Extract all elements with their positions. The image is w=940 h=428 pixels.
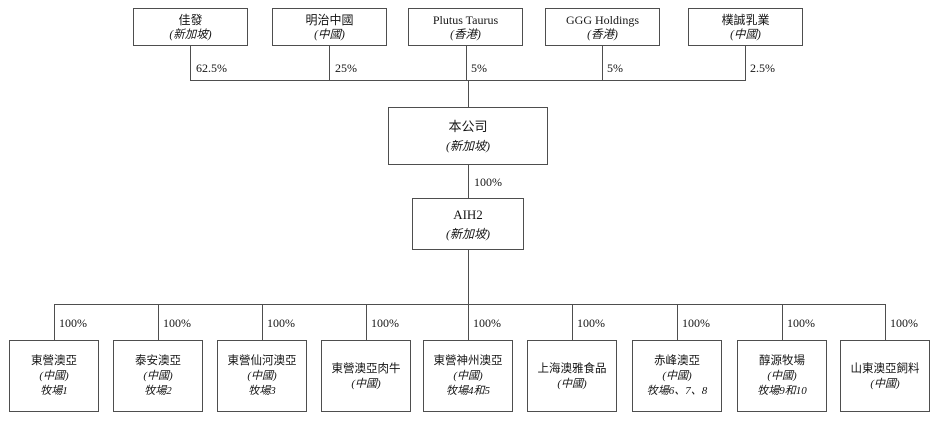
company-box: 本公司 (新加坡) bbox=[388, 107, 548, 165]
subsidiary-box: 上海澳雅食品 (中國) bbox=[527, 340, 617, 412]
subsidiary-farm-note: 牧場3 bbox=[248, 385, 276, 397]
connector-line bbox=[54, 304, 55, 340]
subsidiary-location: (中國) bbox=[870, 377, 900, 390]
subsidiary-box: 東營澳亞肉牛 (中國) bbox=[321, 340, 411, 412]
subsidiary-box: 醇源牧場 (中國) 牧場9和10 bbox=[737, 340, 827, 412]
shareholder-location: (中國) bbox=[314, 28, 345, 41]
subsidiary-box: 東營澳亞 (中國) 牧場1 bbox=[9, 340, 99, 412]
connector-line bbox=[572, 304, 573, 340]
shareholder-name: GGG Holdings bbox=[565, 12, 639, 27]
ownership-percent-label: 100% bbox=[59, 316, 87, 330]
ownership-percent-label: 100% bbox=[577, 316, 605, 330]
connector-line bbox=[54, 304, 885, 305]
company-name: 本公司 bbox=[448, 119, 488, 134]
shareholder-box: GGG Holdings (香港) bbox=[545, 8, 660, 46]
subsidiary-box: 東營仙河澳亞 (中國) 牧場3 bbox=[217, 340, 307, 412]
shareholder-name: 明治中國 bbox=[305, 12, 354, 27]
subsidiary-farm-note: 牧場4和5 bbox=[446, 385, 490, 397]
subsidiary-name: 赤峰澳亞 bbox=[654, 355, 700, 367]
ownership-percent-label: 100% bbox=[474, 175, 502, 189]
subsidiary-name: 泰安澳亞 bbox=[135, 355, 181, 367]
subsidiary-name: 上海澳雅食品 bbox=[537, 362, 607, 375]
subsidiary-box: 泰安澳亞 (中國) 牧場2 bbox=[113, 340, 203, 412]
subsidiary-name: 山東澳亞飼料 bbox=[850, 362, 920, 375]
subsidiary-name: 東營仙河澳亞 bbox=[227, 355, 297, 367]
ownership-percent-label: 5% bbox=[607, 61, 623, 75]
shareholder-name: 佳發 bbox=[178, 12, 203, 27]
connector-line bbox=[468, 165, 469, 198]
subsidiary-location: (中國) bbox=[143, 370, 173, 382]
subsidiary-name: 東營神州澳亞 bbox=[433, 355, 503, 367]
connector-line bbox=[158, 304, 159, 340]
connector-line bbox=[468, 250, 469, 304]
connector-line bbox=[468, 80, 469, 107]
subsidiary-box: 赤峰澳亞 (中國) 牧場6、7、8 bbox=[632, 340, 722, 412]
shareholder-box: 佳發 (新加坡) bbox=[133, 8, 248, 46]
subsidiary-farm-note: 牧場1 bbox=[40, 385, 68, 397]
ownership-percent-label: 100% bbox=[787, 316, 815, 330]
connector-line bbox=[782, 304, 783, 340]
ownership-percent-label: 62.5% bbox=[196, 61, 227, 75]
aih2-box: AIH2 (新加坡) bbox=[412, 198, 524, 250]
subsidiary-name: 東營澳亞 bbox=[31, 355, 77, 367]
subsidiary-box: 山東澳亞飼料 (中國) bbox=[840, 340, 930, 412]
shareholder-box: 樸誠乳業 (中國) bbox=[688, 8, 803, 46]
company-location: (新加坡) bbox=[446, 139, 490, 153]
connector-line bbox=[262, 304, 263, 340]
connector-line bbox=[602, 46, 603, 80]
subsidiary-farm-note: 牧場2 bbox=[144, 385, 172, 397]
shareholder-name: 樸誠乳業 bbox=[721, 12, 770, 27]
ownership-percent-label: 100% bbox=[267, 316, 295, 330]
connector-line bbox=[677, 304, 678, 340]
subsidiary-location: (中國) bbox=[767, 370, 797, 382]
ownership-percent-label: 5% bbox=[471, 61, 487, 75]
subsidiary-box: 東營神州澳亞 (中國) 牧場4和5 bbox=[423, 340, 513, 412]
ownership-percent-label: 25% bbox=[335, 61, 357, 75]
subsidiary-farm-note: 牧場6、7、8 bbox=[646, 385, 708, 397]
connector-line bbox=[366, 304, 367, 340]
aih2-name: AIH2 bbox=[453, 207, 483, 222]
subsidiary-name: 醇源牧場 bbox=[759, 355, 805, 367]
ownership-percent-label: 100% bbox=[371, 316, 399, 330]
subsidiary-location: (中國) bbox=[453, 370, 483, 382]
shareholder-box: Plutus Taurus (香港) bbox=[408, 8, 523, 46]
shareholder-location: (中國) bbox=[730, 28, 761, 41]
subsidiary-location: (中國) bbox=[351, 377, 381, 390]
connector-line bbox=[466, 46, 467, 80]
subsidiary-name: 東營澳亞肉牛 bbox=[331, 362, 401, 375]
ownership-percent-label: 100% bbox=[473, 316, 501, 330]
shareholder-location: (香港) bbox=[587, 28, 618, 41]
shareholder-name: Plutus Taurus bbox=[432, 12, 499, 27]
subsidiary-location: (中國) bbox=[247, 370, 277, 382]
connector-line bbox=[329, 46, 330, 80]
subsidiary-location: (中國) bbox=[662, 370, 692, 382]
aih2-location: (新加坡) bbox=[446, 227, 490, 241]
connector-line bbox=[745, 46, 746, 80]
ownership-percent-label: 100% bbox=[682, 316, 710, 330]
connector-line bbox=[190, 46, 191, 80]
shareholder-location: (新加坡) bbox=[169, 28, 212, 41]
connector-line bbox=[885, 304, 886, 340]
ownership-percent-label: 100% bbox=[163, 316, 191, 330]
shareholder-location: (香港) bbox=[450, 28, 481, 41]
connector-line bbox=[468, 304, 469, 340]
subsidiary-farm-note: 牧場9和10 bbox=[757, 385, 807, 397]
ownership-percent-label: 100% bbox=[890, 316, 918, 330]
shareholder-box: 明治中國 (中國) bbox=[272, 8, 387, 46]
ownership-percent-label: 2.5% bbox=[750, 61, 775, 75]
subsidiary-location: (中國) bbox=[557, 377, 587, 390]
subsidiary-location: (中國) bbox=[39, 370, 69, 382]
